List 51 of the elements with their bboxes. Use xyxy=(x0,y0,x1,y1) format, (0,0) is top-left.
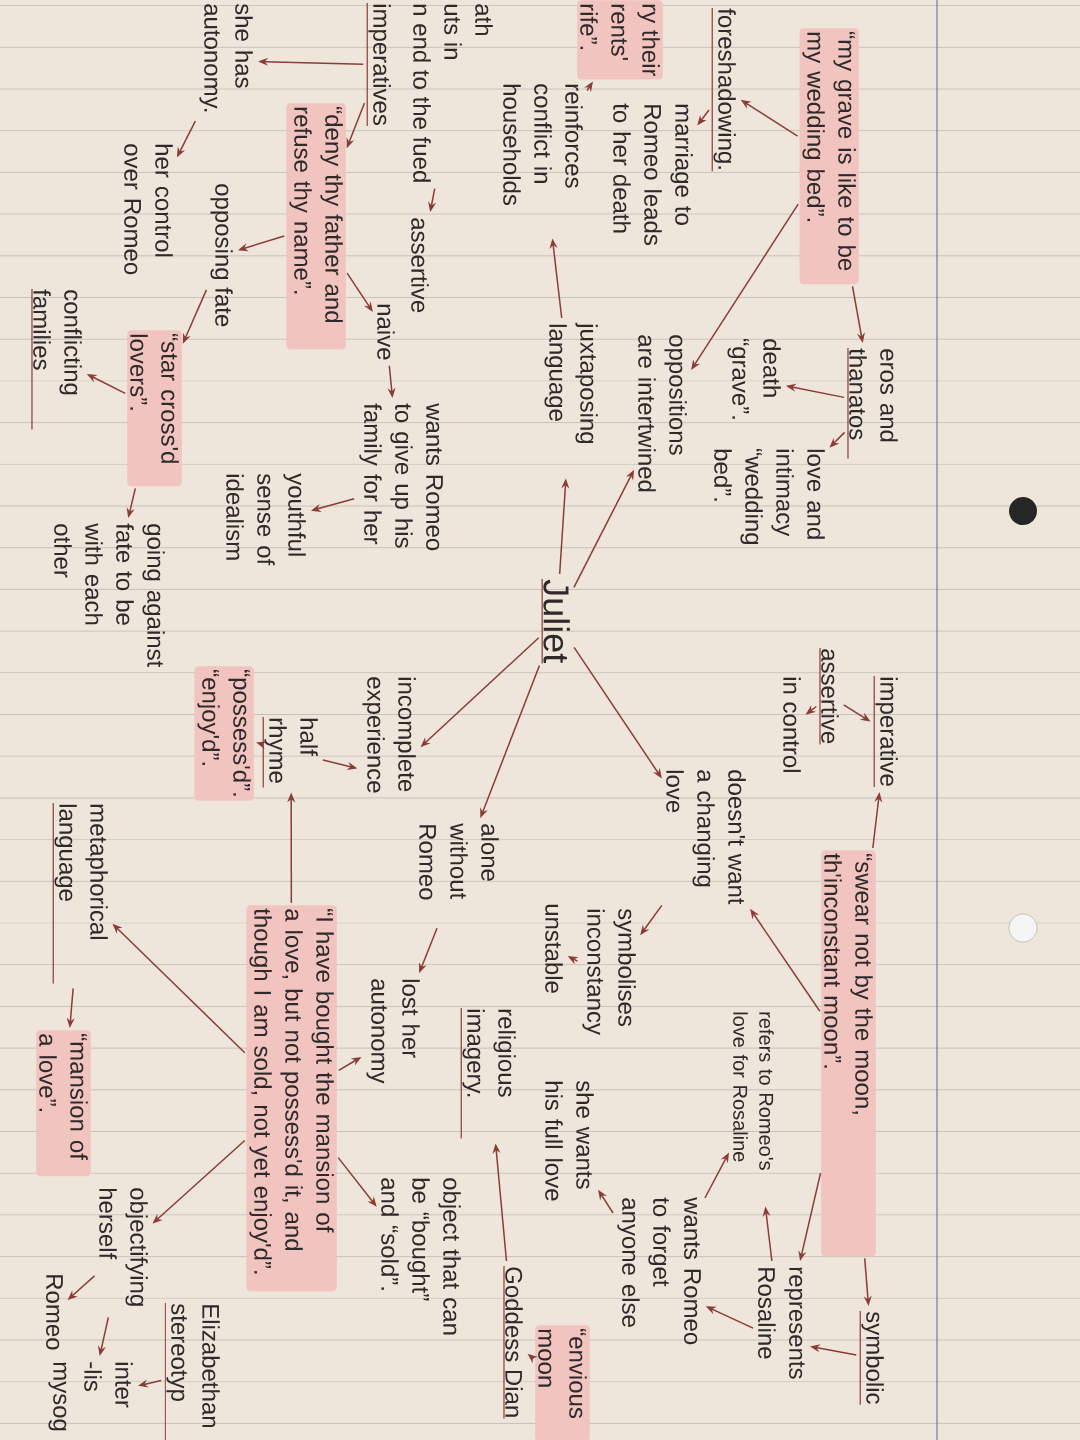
highlighted-quote: “deny thy father and refuse thy name”. xyxy=(286,103,346,350)
handwritten-note: refers to Romeo's love for Rosaline xyxy=(733,1012,774,1170)
handwritten-note: metaphorical language xyxy=(52,802,108,984)
handwritten-note: foreshadowing. xyxy=(711,7,736,172)
handwritten-note: Elizabethan stereotyp xyxy=(164,1302,220,1440)
handwritten-note: religious imagery. xyxy=(460,1007,516,1139)
handwritten-note: objectifying herself xyxy=(99,1188,148,1306)
handwritten-note: imperatives xyxy=(366,2,391,127)
handwritten-note: symbolises inconstancy xyxy=(582,908,636,1035)
handwritten-note: Goddess Dian xyxy=(503,1265,523,1420)
handwritten-note: inter -lis mysog xyxy=(48,1362,133,1431)
handwritten-note: object that can be “bought” and “sold”. xyxy=(381,1178,461,1335)
handwritten-note: half rhyme xyxy=(262,716,318,788)
handwritten-note: she wants his full love xyxy=(545,1080,594,1201)
handwritten-note: Romeo xyxy=(46,1275,63,1350)
handwritten-note: symbolic xyxy=(859,1310,884,1406)
handwritten-note: imperative xyxy=(873,675,898,788)
handwritten-note: assertive xyxy=(819,647,839,746)
highlighted-quote: “star cross'd lovers”. xyxy=(127,330,182,487)
handwritten-note: she has autonomy. xyxy=(199,3,253,112)
handwritten-note: juxtaposing language xyxy=(544,322,598,444)
handwritten-note: lost her autonomy xyxy=(366,979,420,1084)
highlighted-quote: “envious moon xyxy=(535,1325,590,1440)
highlighted-quote: ry their rents' rife”. xyxy=(577,0,663,80)
handwritten-note: conflicting families xyxy=(31,288,82,430)
handwritten-note: incomplete experience xyxy=(362,677,416,793)
handwritten-note: in control xyxy=(783,677,801,772)
highlighted-quote: “I have bought the mansion of a love, but not possess'd it, and though I am sold, not yet enjoy'd”. xyxy=(246,905,337,1292)
handwritten-note: naive xyxy=(377,304,395,360)
highlighted-quote: “mansion of a love”. xyxy=(36,1030,91,1177)
handwritten-note: opposing fate xyxy=(210,184,233,327)
handwritten-note: doesn't want a changing love xyxy=(666,770,746,905)
highlighted-quote: “possess'd”. “enjoy'd”. xyxy=(194,666,254,801)
central-topic: Juliet xyxy=(541,578,570,665)
handwritten-note: oppositions are intertwined xyxy=(638,335,687,492)
handwritten-note: marriage to Romeo leads to her death xyxy=(613,103,693,246)
highlighted-quote: “swear not by the moon, th'inconstant moon”. xyxy=(821,850,876,1257)
handwritten-note: love and intimacy “wedding bed”. xyxy=(714,449,825,544)
handwritten-note: reinforces conflict in households xyxy=(503,84,583,206)
handwritten-note: wants Romeo to forget anyone else xyxy=(617,1197,701,1345)
handwritten-note: death “grave”. xyxy=(727,339,781,419)
handwritten-note: going against fate to be with each other xyxy=(54,523,165,668)
handwritten-note: alone without Romeo xyxy=(419,823,499,900)
handwritten-note: assertive xyxy=(411,218,429,313)
handwritten-note: eros and thanatos xyxy=(847,347,898,459)
handwritten-note: wants Romeo to give up his family for her xyxy=(359,403,443,551)
highlighted-quote: “my grave is like to be my wedding bed”. xyxy=(799,28,859,285)
handwritten-note: unstable xyxy=(545,904,563,993)
handwritten-note: youthful sense of idealism xyxy=(226,473,306,566)
handwritten-note: represents Rosaline xyxy=(758,1267,805,1379)
handwritten-note: her control over Romeo xyxy=(124,144,173,275)
